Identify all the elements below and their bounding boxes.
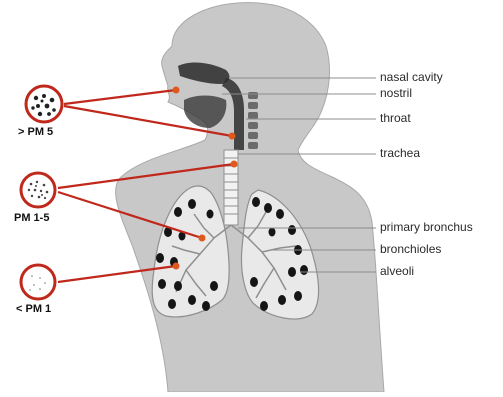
label-nostril: nostril	[380, 86, 412, 100]
label-alveoli: alveoli	[380, 264, 414, 278]
label-nasal-cavity: nasal cavity	[380, 70, 443, 84]
label-trachea: trachea	[380, 146, 420, 160]
particle-circle-small	[21, 265, 55, 299]
particle-circle-medium	[21, 173, 55, 207]
label-pm-small: < PM 1	[16, 303, 51, 315]
label-throat: throat	[380, 111, 411, 125]
label-bronchioles: bronchioles	[380, 242, 441, 256]
particle-circle-large	[26, 86, 62, 122]
label-pm-large: > PM 5	[18, 126, 53, 138]
label-primary-bronchus: primary bronchus	[380, 220, 473, 234]
label-pm-medium: PM 1-5	[14, 212, 49, 224]
